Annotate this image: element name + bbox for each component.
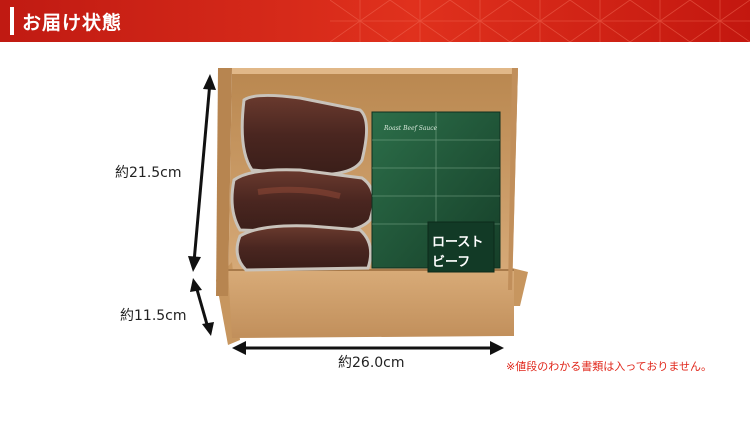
width-label: 約26.0cm: [338, 355, 405, 371]
dimension-arrows: [188, 74, 504, 355]
section-header: お届け状態: [0, 0, 750, 42]
package-script: Roast Beef Sauce: [383, 125, 438, 132]
roast-beef-blocks: [230, 93, 376, 272]
header-accent-bar: [10, 7, 14, 35]
page-title: お届け状態: [22, 12, 123, 34]
package-title-line1: ロースト: [432, 235, 483, 250]
price-note: ※値段のわかる書類は入っておりません。: [506, 360, 713, 373]
asanoha-pattern: [330, 0, 750, 42]
product-photo: ロースト ビーフ Roast Beef Sauce: [188, 68, 528, 355]
depth-label: 約11.5cm: [120, 308, 187, 324]
sauce-packets: [371, 111, 501, 273]
package-title-line2: ビーフ: [432, 254, 470, 270]
height-label: 約21.5cm: [115, 165, 182, 181]
